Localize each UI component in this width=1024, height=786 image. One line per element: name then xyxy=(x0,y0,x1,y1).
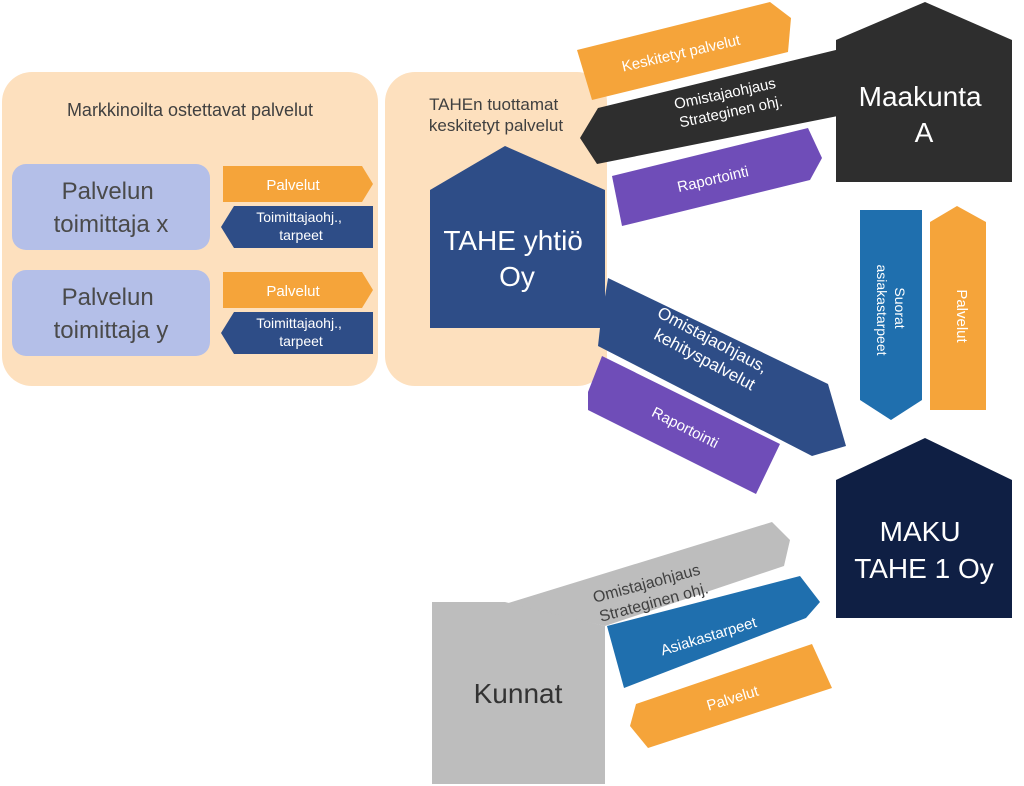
maakunta-reporting-arrow: Raportointi xyxy=(612,128,822,226)
svg-text:Palvelut: Palvelut xyxy=(266,283,320,300)
services-arrow-x: Palvelut xyxy=(223,166,373,202)
services-arrow-y: Palvelut xyxy=(223,272,373,308)
kunnat-ownership-arrow xyxy=(505,522,790,626)
supplier-x-box xyxy=(12,164,210,250)
supplier-y-label: Palvelun toimittaja y xyxy=(54,284,169,344)
tahe-services-title: TAHEn tuottamat keskitetyt palvelut xyxy=(429,95,563,135)
svg-text:Palvelut: Palvelut xyxy=(953,289,970,343)
tahe-reporting-arrow: Raportointi xyxy=(588,356,780,494)
supplier-x-label: Palvelun toimittaja x xyxy=(54,178,169,238)
kunnat-shape xyxy=(432,602,605,784)
tahe-company-house xyxy=(430,146,605,328)
maku-services-arrow: Palvelut xyxy=(930,206,986,410)
maku-house xyxy=(836,438,1012,618)
svg-text:Suorat asiakastarpeet: Suorat asiakastarpeet xyxy=(874,264,908,355)
kunnat-label: Kunnat xyxy=(474,678,563,709)
maakunta-ownership-arrow: Omistajaohjaus Strateginen ohj. xyxy=(580,48,858,164)
maku-label: MAKU TAHE 1 Oy xyxy=(854,516,994,584)
supplier-guidance-arrow-y: Toimittajaohj., tarpeet xyxy=(221,312,373,354)
supplier-y-box xyxy=(12,270,210,356)
svg-text:Toimittajaohj., tarpeet: Toimittajaohj., tarpeet xyxy=(256,315,345,349)
maakunta-house xyxy=(836,2,1012,182)
direct-customer-needs-arrow: Suorat asiakastarpeet xyxy=(860,210,922,420)
maakunta-label: Maakunta A xyxy=(859,81,990,148)
kunnat-services-arrow: Palvelut xyxy=(630,644,832,748)
tahe-company-label: TAHE yhtiö Oy xyxy=(443,225,590,292)
supplier-guidance-arrow-x: Toimittajaohj., tarpeet xyxy=(221,206,373,248)
svg-text:Toimittajaohj., tarpeet: Toimittajaohj., tarpeet xyxy=(256,209,345,243)
market-services-title: Markkinoilta ostettavat palvelut xyxy=(67,100,313,120)
svg-text:Palvelut: Palvelut xyxy=(266,177,320,194)
